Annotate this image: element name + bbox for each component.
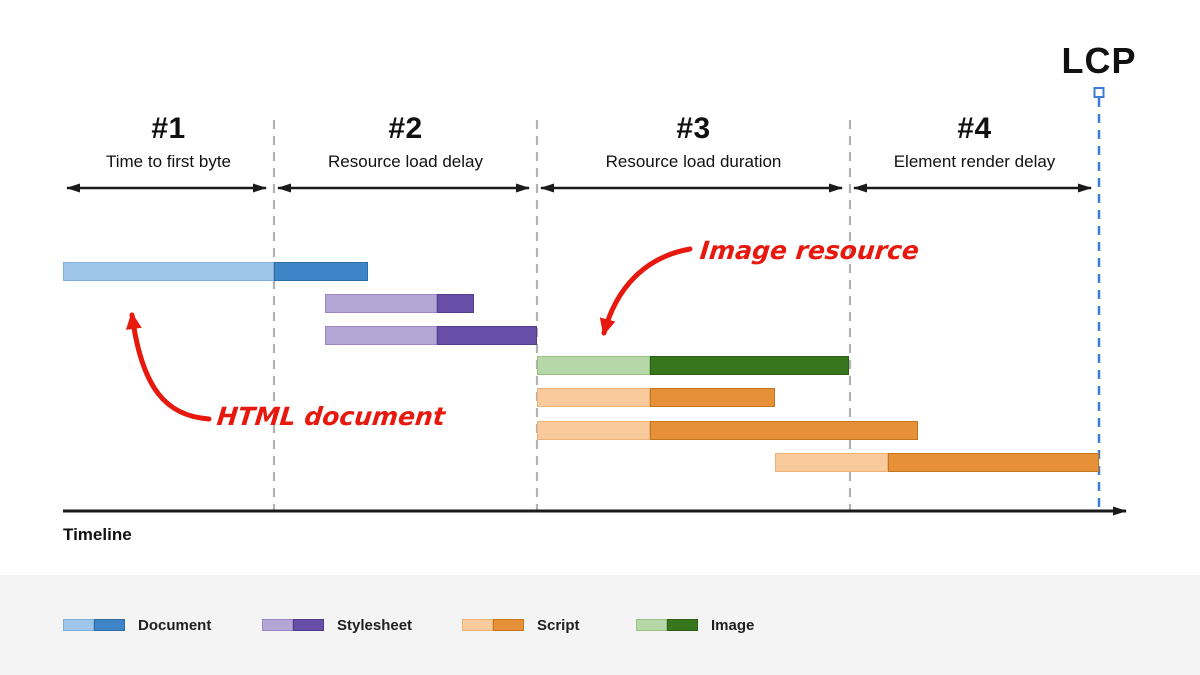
bar-script-7-delay-segment	[775, 453, 888, 472]
legend-image-swatch-dark	[667, 619, 698, 631]
bar-script-6-load-segment	[650, 421, 918, 440]
phase-3-label: Resource load duration	[605, 152, 782, 171]
legend-image-swatch	[636, 619, 698, 631]
legend-stylesheet-swatch-light	[262, 619, 293, 631]
legend-stylesheet-swatch	[262, 619, 324, 631]
legend-image-swatch-light	[636, 619, 667, 631]
bar-script-6-delay-segment	[537, 421, 650, 440]
phase-1-number: #1	[151, 112, 186, 145]
bar-image-4-delay-segment	[537, 356, 650, 375]
bar-stylesheet-3-delay-segment	[325, 326, 437, 345]
html-document-annotation-arrow	[125, 312, 212, 422]
legend-item-script: Script	[462, 612, 580, 638]
legend-script-swatch	[462, 619, 524, 631]
bar-document-1-load-segment	[274, 262, 368, 281]
bar-script-5-load-segment	[650, 388, 775, 407]
bar-document-1	[63, 262, 368, 281]
bar-stylesheet-2	[325, 294, 474, 313]
bar-stylesheet-3	[325, 326, 537, 345]
phase-3-number: #3	[676, 112, 711, 145]
phase-2-number: #2	[388, 112, 423, 145]
phase-4-number: #4	[957, 112, 992, 145]
legend-document-label: Document	[138, 616, 212, 634]
legend-image-label: Image	[711, 616, 755, 634]
timeline-axis-label: Timeline	[63, 525, 132, 544]
bar-stylesheet-3-load-segment	[437, 326, 537, 345]
phase-1-label: Time to first byte	[105, 152, 232, 171]
lcp-title: LCP	[1061, 40, 1137, 81]
image-resource-annotation-arrow	[599, 246, 693, 336]
legend-script-label: Script	[537, 616, 580, 634]
lcp-marker-square	[1093, 87, 1105, 98]
bar-image-4-load-segment	[650, 356, 849, 375]
legend-item-stylesheet: Stylesheet	[262, 612, 412, 638]
bar-stylesheet-2-delay-segment	[325, 294, 437, 313]
legend-script-swatch-light	[462, 619, 493, 631]
legend-stylesheet-swatch-dark	[293, 619, 324, 631]
bar-image-4	[537, 356, 849, 375]
bar-stylesheet-2-load-segment	[437, 294, 474, 313]
legend-script-swatch-dark	[493, 619, 524, 631]
bar-script-7	[775, 453, 1099, 472]
legend-band	[0, 575, 1200, 675]
legend-item-image: Image	[636, 612, 754, 638]
bar-script-7-load-segment	[888, 453, 1099, 472]
bar-script-6	[537, 421, 918, 440]
bar-script-5-delay-segment	[537, 388, 650, 407]
legend-document-swatch-dark	[94, 619, 125, 631]
html-document-annotation: HTML document	[215, 402, 447, 431]
phase-2-label: Resource load delay	[328, 152, 483, 171]
bar-document-1-delay-segment	[63, 262, 274, 281]
legend-stylesheet-label: Stylesheet	[337, 616, 413, 634]
bar-script-5	[537, 388, 775, 407]
image-resource-annotation: Image resource	[698, 236, 921, 265]
legend-document-swatch-light	[63, 619, 94, 631]
legend-item-document: Document	[63, 612, 211, 638]
legend-document-swatch	[63, 619, 125, 631]
phase-4-label: Element render delay	[893, 152, 1056, 171]
